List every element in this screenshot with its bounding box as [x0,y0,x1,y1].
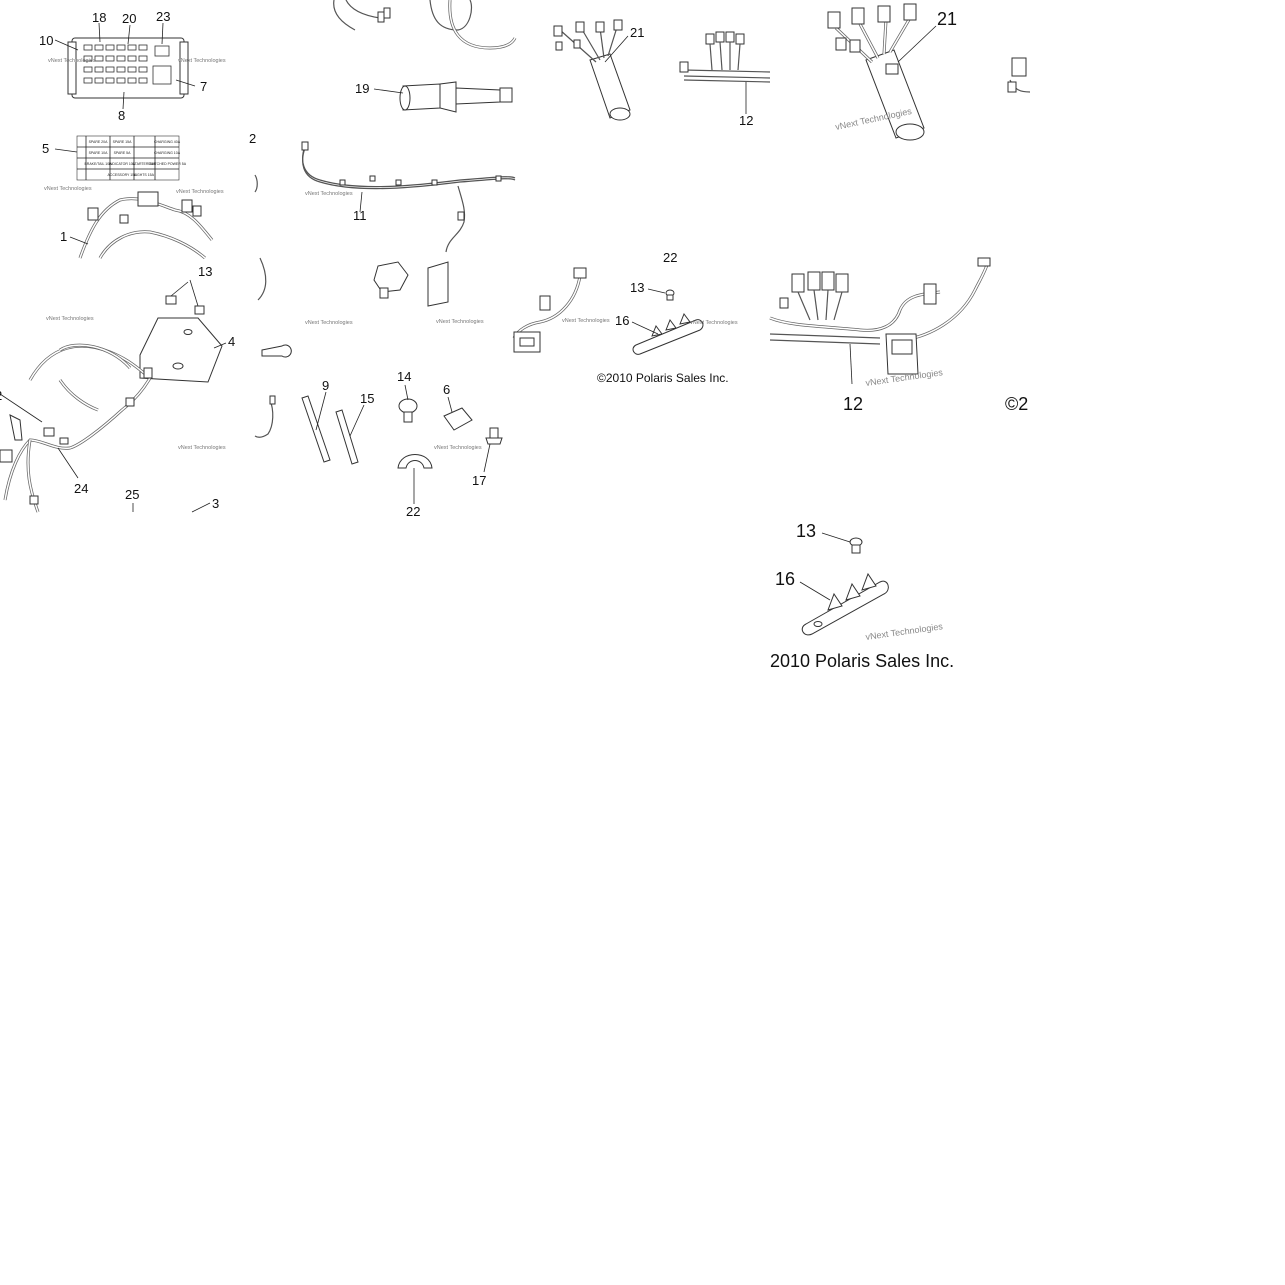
fuse-table-cell: ACCESSORY 15A [107,173,137,177]
fuse-table-cell: SWITCHED POWER 5A [148,162,187,166]
callout-13-c: 13 [796,521,816,541]
fuse-table-cell: STARTER 25A [132,162,156,166]
callout-14: 14 [397,369,411,384]
copyright-partial: ©2 [1005,394,1028,414]
fuse-table-cell: CHARGING 40A [154,140,181,144]
watermark: vNext Technologies [305,191,353,197]
harness-connector-panel [512,267,587,353]
small-parts-group [254,257,503,504]
watermark: vNext Technologies [44,186,92,192]
connector-19 [373,81,513,113]
callout-2-b: 2 [249,131,256,146]
fuse-table-cell: CHARGING 10A [154,151,181,155]
main-harness-partial [69,191,214,260]
callout-7: 7 [200,79,207,94]
callout-16-b: 16 [775,569,795,589]
harness-11 [254,141,516,307]
copyright-small: ©2010 Polaris Sales Inc. [597,371,729,385]
right-edge-partial [1007,57,1031,93]
harness-21-large [827,3,937,141]
harness-12-large [769,257,991,385]
fuse-table-cell: INDICATOR 10A [109,162,136,166]
watermark: vNext Technologies [46,316,94,322]
bracket-harness [0,279,227,513]
callout-21-b: 21 [937,9,957,29]
watermark: vNext Technologies [178,445,226,451]
fuse-table-cell: LIGHTS 15A [134,173,155,177]
callout-23: 23 [156,9,170,24]
copyright-large: 2010 Polaris Sales Inc. [770,651,954,671]
watermark: vNext Technologies [436,319,484,325]
watermark: vNext Technologies [178,58,226,64]
fuse-table-cell: SPARE 15A [113,140,132,144]
top-harness-partial [333,0,517,50]
callout-21-a: 21 [630,25,644,40]
watermark: vNext Technologies [434,445,482,451]
copyright-notices: ©2010 Polaris Sales Inc. ©2 2010 Polaris… [597,371,1028,671]
callout-13-b: 13 [630,280,644,295]
callout-8: 8 [118,108,125,123]
callout-16-a: 16 [615,313,629,328]
callout-22-b: 22 [663,250,677,265]
callout-20: 20 [122,11,136,26]
callout-2-a: 2 [0,388,2,403]
fuse-label-decal: SPARE 20A SPARE 15A CHARGING 40A SPARE 10A S… [54,135,187,181]
fuse-table-cell: BRAKE/TAIL 10A [84,162,112,166]
callout-6: 6 [443,382,450,397]
watermark: vNext Technologies [176,189,224,195]
callout-1: 1 [60,229,67,244]
fuse-box [54,22,196,110]
callout-5: 5 [42,141,49,156]
callout-9: 9 [322,378,329,393]
watermark: vNext Technologies [865,621,944,642]
fuse-table-cell: SPARE 10A [89,151,108,155]
callout-19: 19 [355,81,369,96]
fuse-table-cell: SPARE 5A [114,151,132,155]
callout-13-a: 13 [198,264,212,279]
watermark: vNext Technologies [690,320,738,326]
callout-22-a: 22 [406,504,420,519]
callout-labels: 18 20 23 10 7 8 5 1 2 2 19 11 13 4 24 25… [0,9,957,589]
callout-11: 11 [353,208,367,223]
watermark: vNext Technologies [305,320,353,326]
watermark: vNext Technologies [562,318,610,324]
callout-15: 15 [360,391,374,406]
callout-10: 10 [39,33,53,48]
callout-3: 3 [212,496,219,511]
harness-12-small [679,31,771,114]
callout-24: 24 [74,481,88,496]
callout-18: 18 [92,10,106,25]
callout-12-b: 12 [843,394,863,414]
callout-25: 25 [125,487,139,502]
callout-4: 4 [228,334,235,349]
fuse-table-cell: SPARE 20A [89,140,108,144]
callout-17: 17 [472,473,486,488]
watermark: vNext Technologies [48,58,96,64]
clip-13-16-large [799,532,889,636]
callout-12-a: 12 [739,113,753,128]
harness-21-small [553,19,631,121]
clip-13-16-small [631,288,704,355]
